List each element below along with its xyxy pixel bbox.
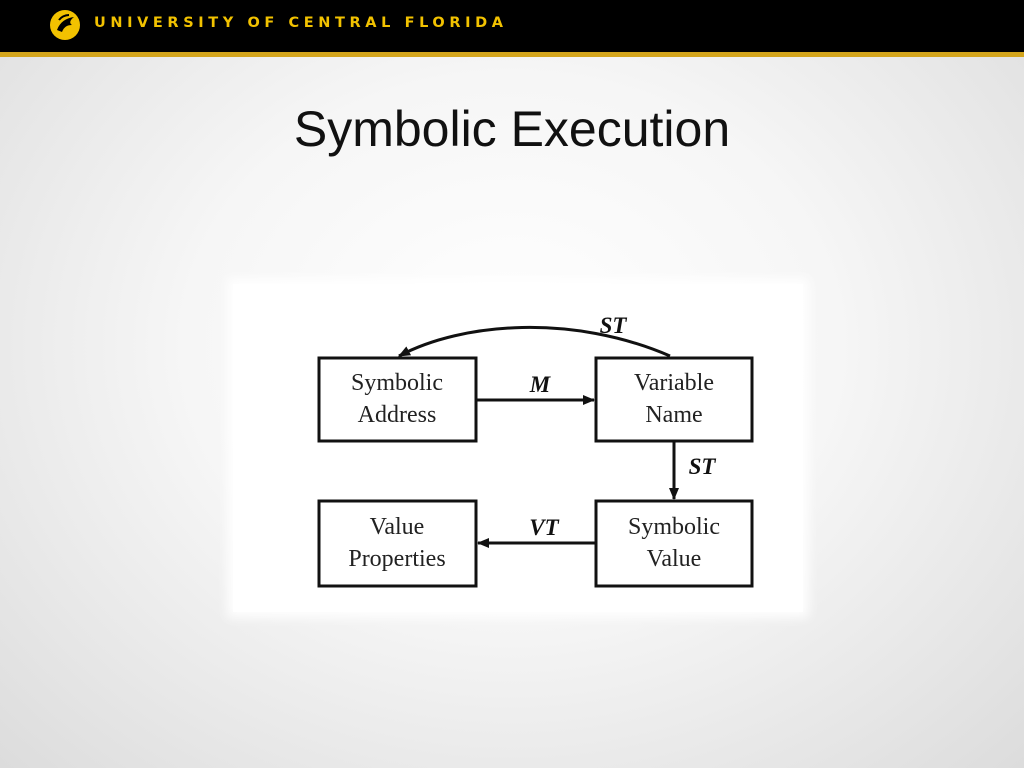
- node-label-line2: Name: [645, 402, 702, 428]
- slide-title: Symbolic Execution: [293, 101, 731, 157]
- node-label-line2: Address: [358, 402, 437, 428]
- node-value-properties: Value Properties: [317, 499, 478, 588]
- node-label-line1: Value: [370, 514, 425, 540]
- edge-label-vt: VT: [529, 515, 559, 540]
- banner-gold-rule: [0, 52, 1024, 57]
- node-label-line1: Symbolic: [628, 514, 720, 540]
- node-label-line1: Variable: [634, 370, 714, 396]
- node-symbolic-address: Symbolic Address: [317, 356, 478, 443]
- node-label-line2: Value: [647, 546, 702, 572]
- pegasus-logo-icon: [50, 10, 80, 40]
- edge-label-st-right: ST: [689, 454, 717, 479]
- edge-st-curved-arrow: [398, 325, 671, 358]
- edge-label-st-top: ST: [600, 313, 628, 338]
- university-banner: UNIVERSITY OF CENTRAL FLORIDA: [0, 0, 1024, 52]
- node-label-line1: Symbolic: [351, 370, 443, 396]
- symbolic-execution-diagram: Symbolic Address Variable Name Value Pro…: [233, 284, 803, 612]
- node-label-line2: Properties: [348, 546, 445, 572]
- node-variable-name: Variable Name: [594, 356, 754, 443]
- university-name: UNIVERSITY OF CENTRAL FLORIDA: [94, 15, 508, 31]
- node-symbolic-value: Symbolic Value: [594, 499, 754, 588]
- edge-label-m: M: [529, 372, 552, 397]
